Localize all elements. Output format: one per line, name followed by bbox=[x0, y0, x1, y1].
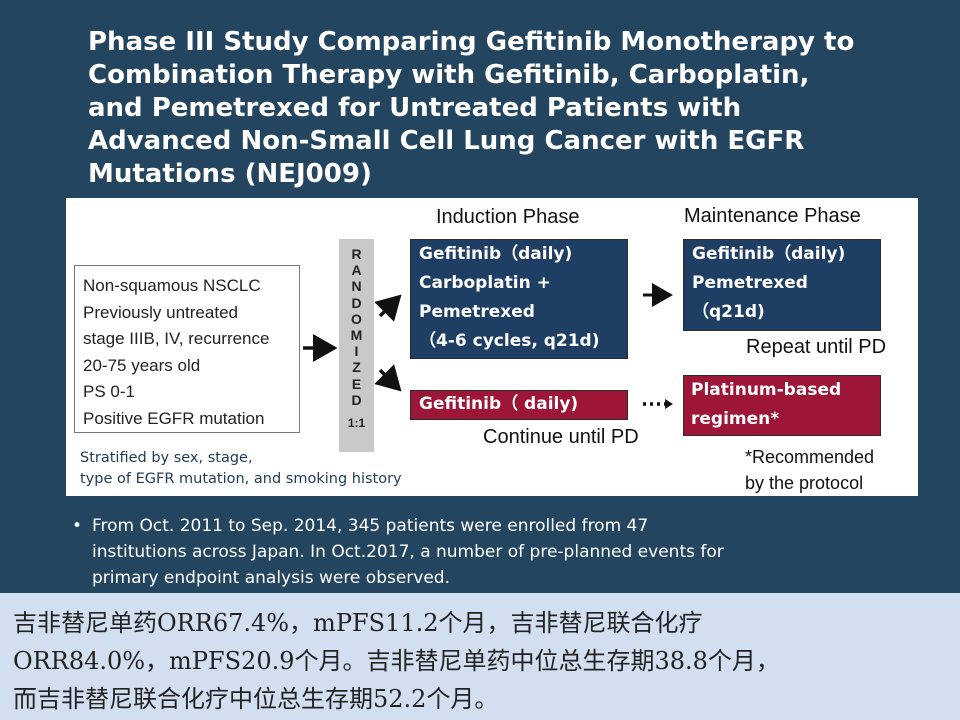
combo-induction-line: （4-6 cycles, q21d) bbox=[419, 331, 600, 351]
summary-line: 吉非替尼单药ORR67.4%，mPFS11.2个月，吉非替尼联合化疗 bbox=[13, 609, 703, 637]
continue-until-text: Continue until PD bbox=[483, 426, 639, 448]
combo-induction-line: Gefitinib（daily) bbox=[419, 244, 573, 264]
randomize-letter: A bbox=[351, 262, 362, 279]
title-line: Combination Therapy with Gefitinib, Carb… bbox=[88, 60, 810, 90]
combo-induction-line: Pemetrexed bbox=[419, 302, 535, 322]
mono-induction-box: Gefitinib（ daily) bbox=[410, 390, 628, 420]
platinum-regimen-box: Platinum-based regimen* bbox=[683, 375, 881, 436]
combo-maintenance-line: Gefitinib（daily) bbox=[692, 244, 846, 264]
randomize-letter: Z bbox=[352, 359, 361, 376]
randomize-letter: N bbox=[351, 278, 362, 295]
combo-maintenance-box: Gefitinib（daily) Pemetrexed （q21d) bbox=[683, 239, 881, 331]
bullet-line: primary endpoint analysis were observed. bbox=[92, 568, 451, 588]
randomize-ratio: 1:1 bbox=[347, 416, 366, 431]
bullet-marker: • bbox=[72, 516, 83, 536]
platinum-regimen-line: Platinum-based bbox=[691, 380, 842, 400]
stratification-line: type of EGFR mutation, and smoking histo… bbox=[80, 471, 402, 487]
criteria-item: stage IIIB, IV, recurrence bbox=[83, 329, 270, 348]
randomize-letter: D bbox=[351, 391, 362, 408]
bullet-text: From Oct. 2011 to Sep. 2014, 345 patient… bbox=[92, 513, 724, 591]
criteria-item: 20-75 years old bbox=[83, 355, 201, 375]
summary-line: ORR84.0%，mPFS20.9个月。吉非替尼单药中位总生存期38.8个月， bbox=[13, 647, 780, 675]
combo-induction-box: Gefitinib（daily) Carboplatin + Pemetrexe… bbox=[410, 239, 628, 359]
randomize-letter: R bbox=[351, 246, 362, 262]
footnote-line: by the protocol bbox=[745, 473, 864, 493]
randomize-letter: M bbox=[350, 327, 363, 344]
randomize-letter: O bbox=[351, 310, 362, 327]
combo-maintenance-line: Pemetrexed bbox=[692, 273, 808, 293]
protocol-footnote: *Recommended by the protocol bbox=[745, 444, 874, 496]
randomize-bar: R A N D O M I Z E D 1:1 bbox=[339, 239, 374, 452]
title-line: Phase III Study Comparing Gefitinib Mono… bbox=[88, 27, 855, 57]
maintenance-phase-label: Maintenance Phase bbox=[684, 205, 861, 227]
randomize-letter: D bbox=[351, 294, 362, 311]
stratification-note: Stratified by sex, stage, type of EGFR m… bbox=[80, 448, 402, 490]
stratification-line: Stratified by sex, stage, bbox=[80, 450, 253, 466]
platinum-regimen-line: regimen* bbox=[691, 409, 780, 429]
combo-induction-line: Carboplatin + bbox=[419, 273, 551, 293]
study-design-diagram: Induction Phase Maintenance Phase Non-sq… bbox=[66, 198, 918, 496]
arrow-to-mono-arm bbox=[374, 364, 402, 392]
combo-maintenance-line: （q21d) bbox=[692, 302, 765, 322]
flow-arrows bbox=[303, 283, 673, 409]
criteria-item: Positive EGFR mutation bbox=[83, 408, 265, 428]
arrow-to-combo-arm bbox=[374, 294, 402, 322]
title-line: Advanced Non-Small Cell Lung Cancer with… bbox=[88, 126, 805, 156]
randomize-letter: I bbox=[354, 343, 359, 360]
criteria-item: PS 0-1 bbox=[83, 382, 135, 401]
randomize-letter: E bbox=[351, 375, 362, 392]
bullet-line: institutions across Japan. In Oct.2017, … bbox=[92, 542, 724, 562]
results-summary-panel: 吉非替尼单药ORR67.4%，mPFS11.2个月，吉非替尼联合化疗 ORR84… bbox=[0, 593, 960, 720]
dotted-arrow-head bbox=[665, 399, 673, 409]
title-line: and Pemetrexed for Untreated Patients wi… bbox=[88, 93, 742, 123]
eligibility-criteria-box: Non-squamous NSCLC Previously untreated … bbox=[74, 265, 300, 433]
induction-phase-label: Induction Phase bbox=[436, 206, 580, 228]
slide-title: Phase III Study Comparing Gefitinib Mono… bbox=[88, 26, 908, 191]
summary-line: 而吉非替尼联合化疗中位总生存期52.2个月。 bbox=[13, 685, 499, 713]
repeat-until-text: Repeat until PD bbox=[746, 336, 887, 358]
title-line: Mutations (NEJ009) bbox=[88, 159, 372, 189]
footnote-line: *Recommended bbox=[745, 447, 875, 467]
bullet-line: From Oct. 2011 to Sep. 2014, 345 patient… bbox=[92, 516, 649, 536]
criteria-item: Previously untreated bbox=[83, 302, 238, 322]
criteria-item: Non-squamous NSCLC bbox=[83, 276, 261, 295]
mono-induction-line: Gefitinib（ daily) bbox=[419, 394, 579, 414]
